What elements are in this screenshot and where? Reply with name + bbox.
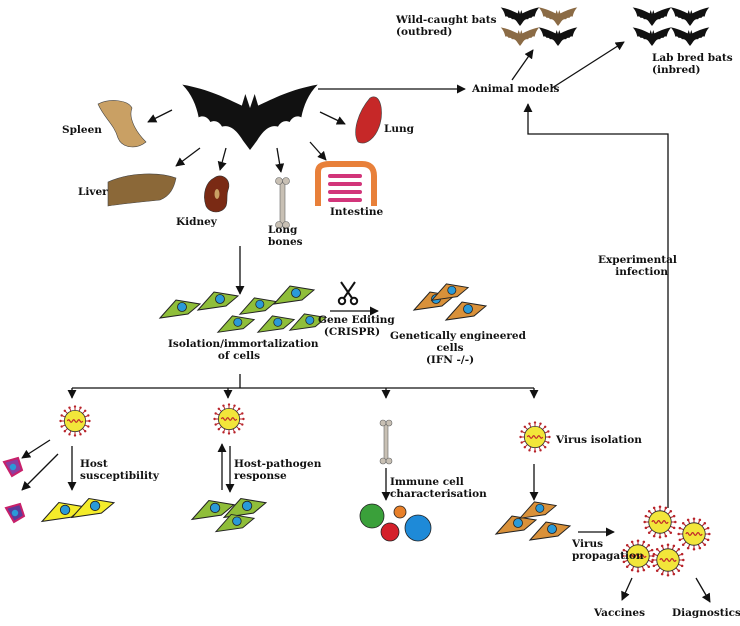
arrow-to-vaccines	[621, 577, 633, 601]
arrow-to-long-bones	[275, 147, 285, 173]
lab-bats-label: Lab bred bats (inbred)	[652, 52, 733, 76]
arrow-to-liver	[175, 147, 201, 167]
lung-label: Lung	[384, 123, 414, 135]
distribution-tree	[67, 374, 539, 399]
wild-bats-label: Wild-caught bats (outbred)	[396, 14, 497, 38]
scissors-icon	[337, 281, 359, 306]
spleen-icon	[97, 100, 147, 148]
engineered-cells-icon	[413, 283, 487, 321]
genetically-engineered-label: Genetically engineered cells (IFN -/-)	[390, 330, 526, 366]
immune-bone-icon	[379, 419, 393, 465]
central-bat-icon	[182, 84, 318, 150]
arrow-to-wild-bats	[511, 49, 534, 81]
spleen-label: Spleen	[62, 124, 102, 136]
virus-icon-2	[212, 402, 246, 436]
purple-cell-1	[2, 456, 24, 478]
kidney-label: Kidney	[176, 216, 217, 228]
arrow-to-purple-cell-1	[21, 439, 51, 459]
arrow-to-kidney	[217, 147, 227, 171]
intestine-label: Intestine	[330, 206, 384, 218]
long-bones-label: Long bones	[268, 224, 303, 248]
isolation-label: Isolation/immortalization of cells	[168, 338, 319, 362]
arrow-to-intestine	[309, 141, 327, 161]
green-cells-response-icon	[191, 498, 267, 533]
yellow-cells-icon	[41, 498, 115, 522]
long-bone-icon	[275, 177, 290, 229]
animal-models-label: Animal models	[472, 83, 560, 95]
gene-editing-label: Gene Editing (CRISPR)	[318, 314, 395, 338]
arrow-to-purple-cell-2	[21, 453, 59, 491]
arrow-to-diagnostics	[695, 577, 711, 603]
arrow-to-spleen	[147, 109, 173, 123]
vaccines-label: Vaccines	[594, 607, 645, 619]
intestine-icon	[315, 161, 377, 206]
orange-cells-icon	[495, 501, 571, 541]
virus-isolation-label: Virus isolation	[556, 434, 642, 446]
host-pathogen-label: Host-pathogen response	[234, 458, 322, 482]
liver-label: Liver	[78, 186, 108, 198]
liver-icon	[107, 173, 177, 207]
experimental-infection-label: Experimental infection	[598, 254, 677, 278]
immune-cells-icon	[359, 503, 432, 542]
isolated-cells-cluster	[159, 285, 327, 333]
virus-propagation-label: Virus propagation	[572, 538, 644, 562]
arrow-to-lung	[319, 111, 346, 125]
lab-bred-bats-icon	[632, 7, 710, 46]
virus-icon-4	[518, 420, 552, 454]
host-susceptibility-label: Host susceptibility	[80, 458, 159, 482]
immune-cell-label: Immune cell characterisation	[390, 476, 487, 500]
lung-icon	[355, 96, 382, 144]
diagnostics-label: Diagnostics	[672, 607, 740, 619]
virus-icon-1	[58, 404, 92, 438]
wild-caught-bats-icon	[500, 7, 578, 46]
arrow-to-lab-bats	[551, 41, 625, 89]
experimental-infection-arrow	[523, 103, 669, 508]
purple-cell-2	[4, 502, 26, 524]
